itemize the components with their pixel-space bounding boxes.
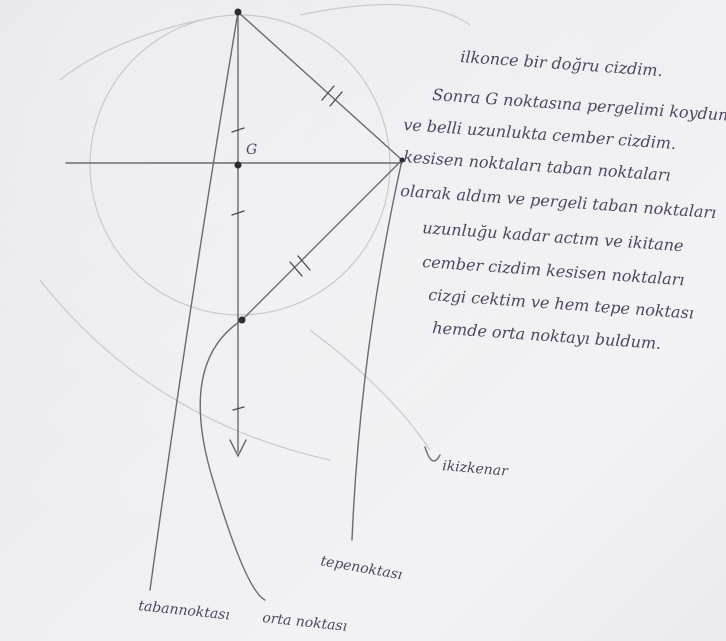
tick-marks (231, 85, 343, 411)
note-line-3: ve belli uzunlukta cember cizdim. (403, 115, 677, 153)
arc-upper-left (59, 19, 201, 81)
arc-lower-left (39, 279, 331, 461)
g-point-label: G (246, 142, 257, 158)
right-point (399, 157, 405, 163)
taban-noktasi-label: tabannoktası (138, 598, 231, 624)
arc-top-right (299, 3, 471, 26)
note-line-8: cizgi cektim ve hem tepe noktası (428, 285, 695, 323)
guide-line-taban (149, 11, 239, 591)
points (234, 8, 405, 324)
note-line-7: cember cizdim kesisen noktaları (422, 252, 685, 289)
note-line-2: Sonra G noktasına pergelimi koydum (432, 85, 726, 125)
construction-lines (65, 11, 441, 601)
upper-equal-side (237, 11, 403, 161)
arrow-head-down (229, 439, 247, 458)
note-line-9: hemde orta noktayı buldum. (432, 318, 662, 353)
arc-lower-right (309, 329, 431, 451)
double-tick-lower-1 (289, 261, 303, 277)
note-line-1: ilkonce bir doğru cizdim. (460, 47, 664, 80)
double-tick-lower-2 (297, 255, 311, 271)
guide-line-orta (199, 319, 266, 601)
guide-hook-ikizkenar (424, 446, 441, 462)
orta-noktasi-label: orta noktası (262, 610, 348, 635)
g-point (234, 161, 242, 169)
note-line-4: kesisen noktaları taban noktaları (403, 147, 672, 185)
handwritten-notes: ilkonce bir doğru cizdim. Sonra G noktas… (400, 47, 726, 353)
tick-mark-upper (231, 127, 245, 133)
tepe-noktasi-label: tepenoktası (319, 553, 403, 583)
ikizkenar-label: ikizkenar (442, 458, 510, 480)
guide-line-tepe (351, 159, 403, 541)
tick-mark-middle (231, 210, 245, 216)
middle-point (238, 316, 246, 324)
lower-equal-side (241, 159, 403, 321)
double-tick-upper-1 (321, 85, 335, 101)
double-tick-upper-2 (329, 91, 343, 107)
circle-around-g (89, 14, 391, 316)
tick-mark-lower (232, 406, 245, 411)
compass-arcs (39, 3, 471, 461)
top-point (234, 8, 242, 16)
note-line-5: olarak aldım ve pergeli taban noktaları (400, 181, 717, 222)
note-line-6: uzunluğu kadar actım ve ikitane (422, 218, 684, 255)
